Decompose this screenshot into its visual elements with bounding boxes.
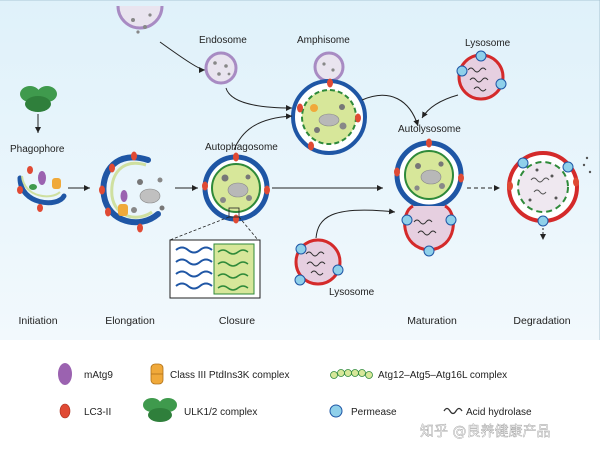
legend-class3: Class III PtdIns3K complex	[170, 370, 290, 381]
stage-label-degradation: Degradation	[513, 315, 570, 327]
ulk-complex	[20, 86, 57, 112]
watermark: 知乎 @良养健康产品	[420, 423, 550, 440]
lysosome-top-label: Lysosome	[465, 38, 511, 49]
endosome-label: Endosome	[199, 35, 247, 46]
cell-background	[0, 0, 600, 340]
ulk-complex-icon	[143, 398, 177, 422]
autolysosome-label: Autolysosome	[398, 124, 461, 135]
phagophore-label: Phagophore	[10, 144, 65, 155]
legend-background	[0, 340, 600, 451]
legend-lc3: LC3-II	[84, 407, 111, 418]
legend-atg12: Atg12–Atg5–Atg16L complex	[378, 370, 507, 381]
autophagosome	[202, 152, 270, 224]
legend: mAtg9 Class III PtdIns3K complex Atg12–A…	[58, 363, 532, 422]
stage-label-closure: Closure	[219, 315, 255, 327]
elongation-membrane	[99, 151, 165, 233]
stage-label-elongation: Elongation	[105, 315, 155, 327]
stage-label-maturation: Maturation	[407, 315, 457, 327]
legend-matg9: mAtg9	[84, 370, 113, 381]
autolysosome	[394, 138, 464, 257]
amphisome	[291, 51, 367, 155]
atg12-complex-icon	[330, 369, 373, 379]
phagophore	[17, 166, 67, 212]
lysosome-bottom-label: Lysosome	[329, 287, 375, 298]
endosome	[204, 51, 238, 85]
legend-acid-hydrolase: Acid hydrolase	[466, 407, 532, 418]
degradation-vesicle	[507, 151, 592, 227]
permease-icon	[329, 404, 343, 418]
legend-permease: Permease	[351, 407, 397, 418]
acid-hydrolase-icon	[443, 407, 463, 415]
stage-label-initiation: Initiation	[18, 315, 57, 327]
membrane-inset	[169, 239, 261, 299]
plasma-membrane-vesicle	[116, 5, 164, 34]
matg9-icon	[58, 363, 72, 385]
autophagosome-label: Autophagosome	[205, 142, 278, 153]
amphisome-label: Amphisome	[297, 35, 350, 46]
lc3-icon	[59, 403, 71, 419]
lysosome-top	[456, 50, 507, 101]
lysosome-bottom	[294, 238, 344, 286]
legend-ulk: ULK1/2 complex	[184, 407, 257, 418]
